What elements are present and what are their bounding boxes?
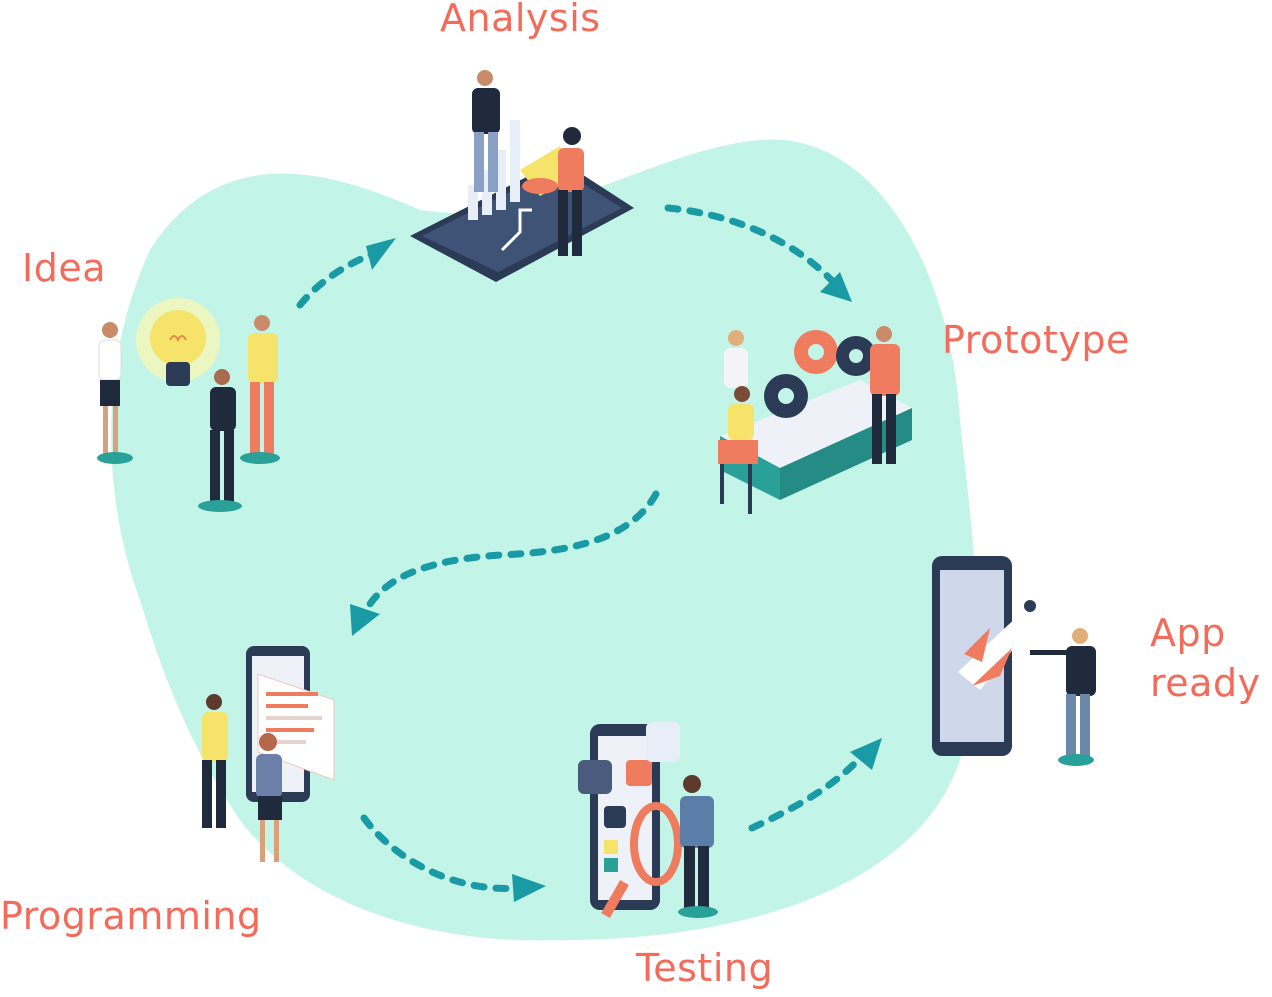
step-label-prototype: Prototype <box>942 318 1130 362</box>
step-label-analysis: Analysis <box>440 0 601 40</box>
person-figure <box>678 775 718 918</box>
person-figure <box>724 330 748 388</box>
arrow-testing-to-app-ready <box>748 738 882 832</box>
analysis-illustration <box>410 70 634 282</box>
person-figure <box>1030 628 1096 766</box>
step-label-app-ready: App ready <box>1150 611 1261 705</box>
arrow-prototype-to-programming <box>350 490 660 636</box>
magnifier-icon <box>630 802 682 886</box>
prototype-illustration <box>718 326 912 514</box>
app-ready-illustration <box>932 556 1096 766</box>
person-figure <box>718 386 758 514</box>
arrow-programming-to-testing <box>360 814 546 902</box>
person-figure <box>202 694 228 828</box>
person-figure <box>198 369 242 512</box>
programming-illustration <box>202 646 335 862</box>
person-figure <box>870 326 900 464</box>
step-label-testing: Testing <box>636 946 774 990</box>
person-figure <box>472 70 500 192</box>
person-figure <box>558 127 584 256</box>
arrow-analysis-to-prototype <box>664 204 852 302</box>
background-blob <box>111 139 978 941</box>
person-figure <box>97 322 133 464</box>
person-figure <box>256 733 282 862</box>
step-label-programming: Programming <box>0 894 262 938</box>
person-figure <box>240 315 280 464</box>
testing-illustration <box>578 722 718 918</box>
arrow-idea-to-analysis <box>296 238 396 309</box>
idea-illustration <box>97 298 280 512</box>
step-label-idea: Idea <box>22 246 106 290</box>
